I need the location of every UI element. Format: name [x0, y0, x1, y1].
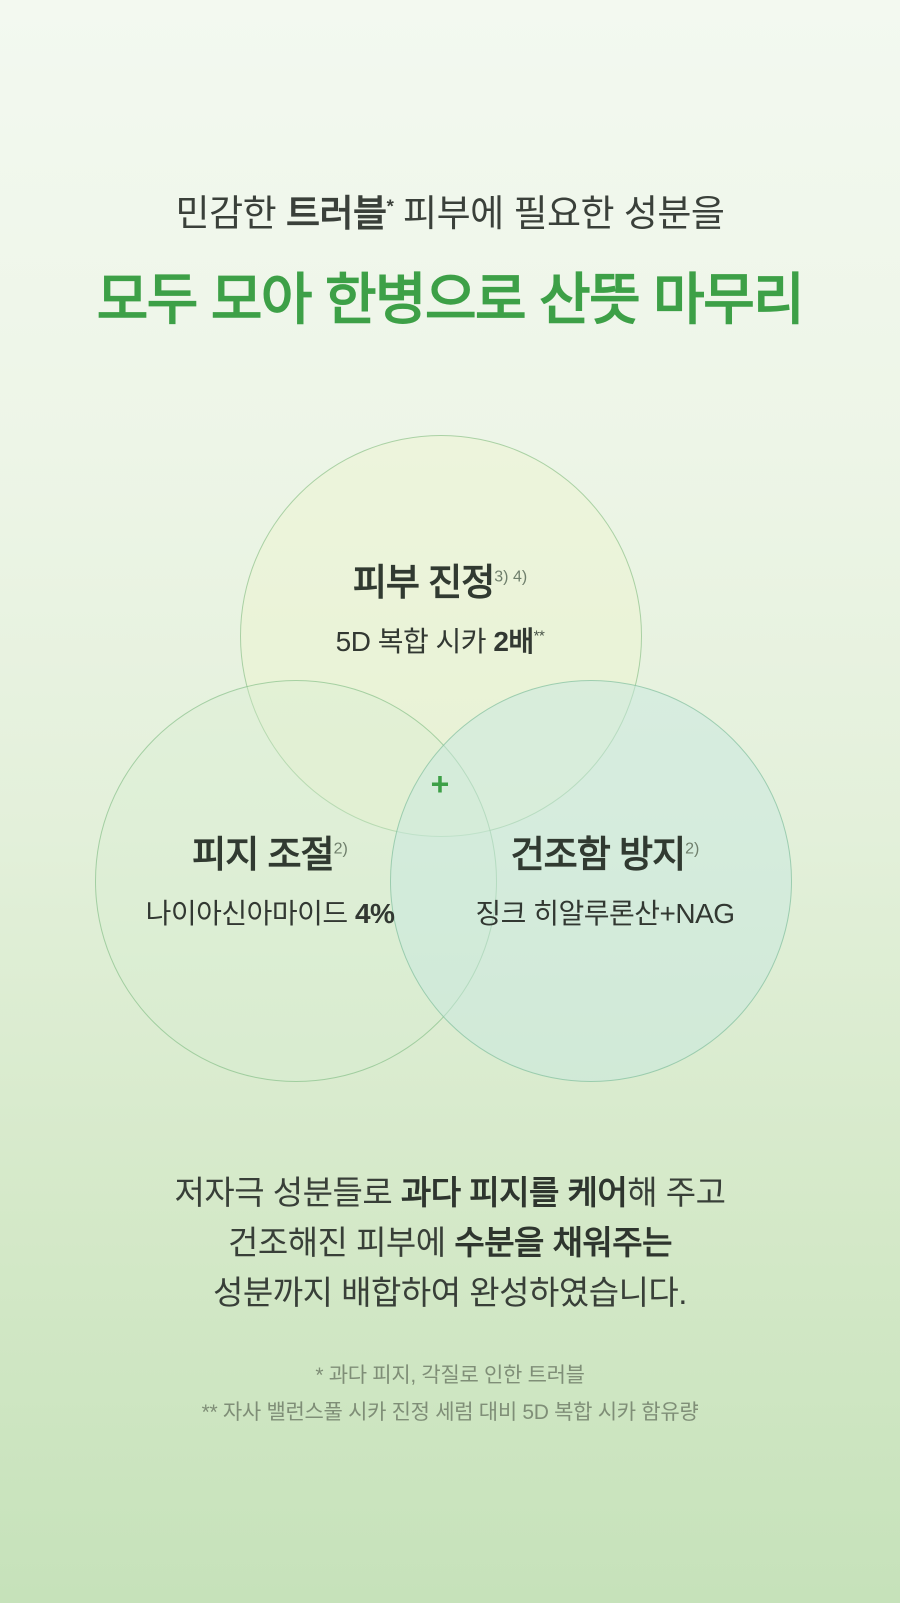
subtitle-post: 피부에 필요한 성분을: [393, 193, 725, 234]
circle-desc-pre: 나이아신아마이드: [145, 898, 355, 929]
circle-title-footref: 3) 4): [494, 568, 528, 586]
header-subtitle: 민감한 트러블* 피부에 필요한 성분을: [0, 183, 900, 237]
description-line-2: 건조해진 피부에 수분을 채워주는: [0, 1218, 900, 1268]
circle-title-text: 건조함 방지: [510, 834, 686, 875]
subtitle-bold: 트러블: [285, 193, 387, 234]
line3-pre: 성분까지 배합하여 완성하였습니다.: [213, 1274, 687, 1312]
page-title: 모두 모아 한병으로 산뜻 마무리: [96, 268, 805, 331]
circle-title-footref: 2): [685, 840, 700, 858]
circle-title: 피부 진정3) 4): [240, 552, 640, 606]
venn-circle-dryness-prevention: [390, 680, 792, 1082]
circle-desc-bold: 2배: [493, 626, 534, 657]
circle-title: 피지 조절2): [70, 824, 470, 878]
circle-desc-bold: 4%: [354, 898, 395, 929]
line1-bold: 과다 피지를 케어: [400, 1174, 628, 1211]
footnote-1: * 과다 피지, 각질로 인한 트러블: [315, 1364, 585, 1387]
footnotes: * 과다 피지, 각질로 인한 트러블 ** 자사 밸런스풀 시카 진정 세럼 …: [0, 1358, 900, 1432]
circle-desc-pre: 5D 복합 시카: [335, 626, 494, 657]
circle-title-text: 피지 조절: [192, 834, 334, 875]
line1-pre: 저자극 성분들로: [174, 1174, 401, 1211]
venn-label-skin-soothing: 피부 진정3) 4) 5D 복합 시카 2배**: [240, 552, 640, 660]
circle-desc: 나이아신아마이드 4%: [70, 892, 470, 932]
subtitle-pre: 민감한: [175, 193, 286, 234]
circle-title: 건조함 방지2): [405, 824, 805, 878]
venn-label-dryness-prevention: 건조함 방지2) 징크 히알루론산+NAG: [405, 824, 805, 932]
footnote-2: ** 자사 밸런스풀 시카 진정 세럼 대비 5D 복합 시카 함유량: [201, 1400, 699, 1424]
subtitle-asterisk: *: [386, 195, 394, 217]
line1-post: 해 주고: [627, 1174, 726, 1211]
venn-label-sebum-control: 피지 조절2) 나이아신아마이드 4%: [70, 824, 470, 932]
header: 민감한 트러블* 피부에 필요한 성분을 모두 모아 한병으로 산뜻 마무리: [0, 183, 900, 336]
circle-desc-pre: 징크 히알루론산+NAG: [475, 898, 735, 929]
line2-bold: 수분을 채워주는: [454, 1224, 673, 1262]
description-line-3: 성분까지 배합하여 완성하였습니다.: [0, 1268, 900, 1318]
plus-icon: +: [430, 766, 450, 802]
circle-desc-footref: **: [533, 627, 545, 645]
description-line-1: 저자극 성분들로 과다 피지를 케어해 주고: [0, 1168, 900, 1218]
circle-desc: 5D 복합 시카 2배**: [240, 620, 640, 660]
line2-pre: 건조해진 피부에: [227, 1224, 455, 1262]
circle-title-text: 피부 진정: [352, 562, 495, 603]
circle-desc: 징크 히알루론산+NAG: [405, 892, 805, 932]
description: 저자극 성분들로 과다 피지를 케어해 주고 건조해진 피부에 수분을 채워주는…: [0, 1168, 900, 1318]
circle-title-footref: 2): [333, 840, 348, 858]
